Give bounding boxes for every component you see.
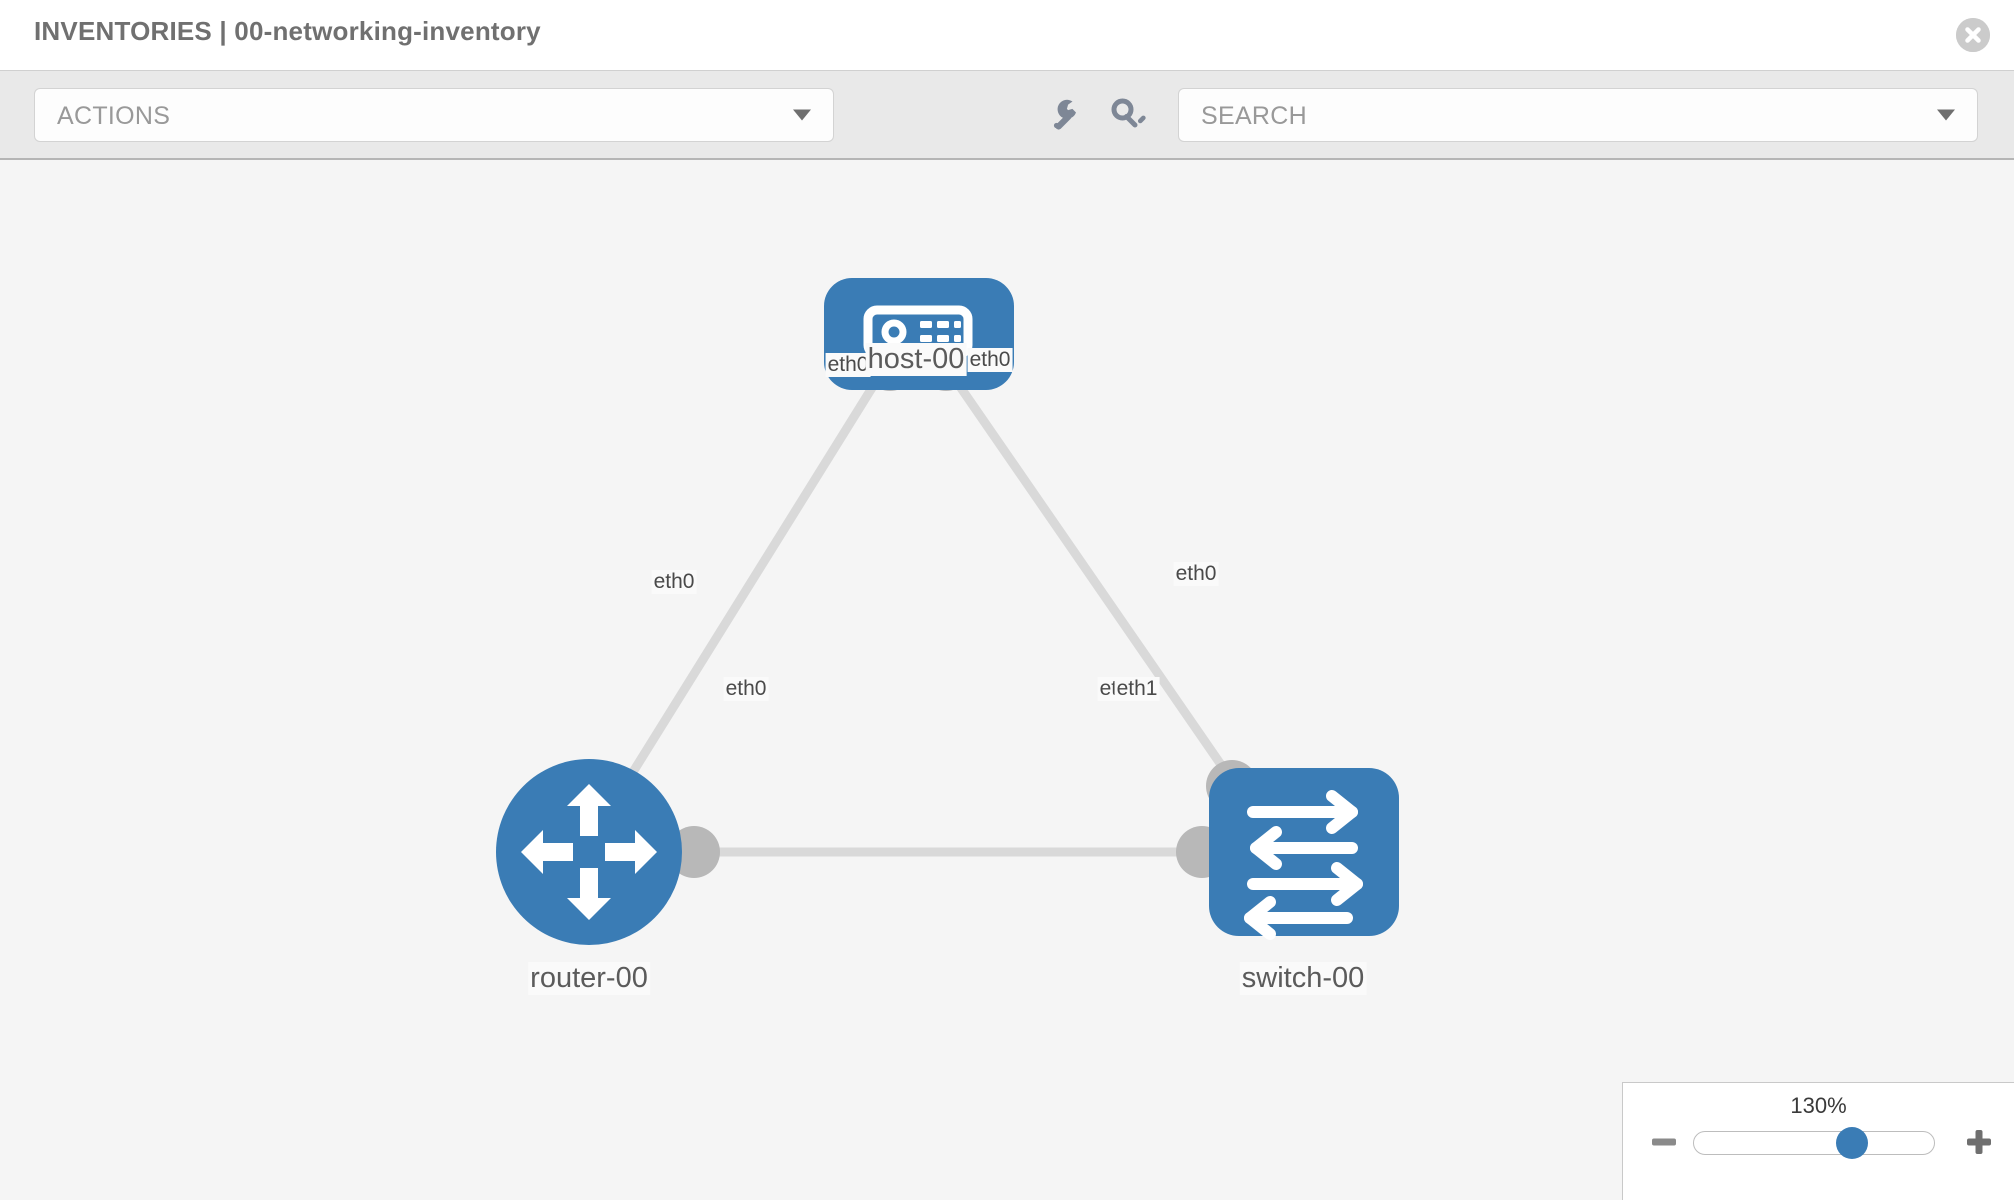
plus-icon[interactable] [1964,1127,1994,1157]
actions-dropdown-label: ACTIONS [57,102,171,130]
edge-label-host-right: eth0 [967,348,1013,372]
interface-handles [668,339,1258,878]
search-input[interactable]: SEARCH [1178,88,1978,142]
link-host-switch [947,370,1240,790]
topology-canvas[interactable]: eth0 eth0 eth0 eth0 eth0 eth0 eth1 host-… [0,160,2014,1200]
link-host-router [623,370,885,785]
edge-label-switch-uplink: eth0 [1173,562,1219,586]
chevron-down-icon [793,109,811,121]
chevron-down-icon[interactable] [1937,109,1955,121]
zoom-control-panel: 130% [1622,1082,2014,1200]
node-switch-00[interactable] [1209,768,1399,940]
server-icon [863,305,973,359]
search-placeholder: SEARCH [1201,102,1307,130]
router-arrows-icon [521,784,657,920]
edge-label-router-eth0: eth0 [723,677,769,701]
edge-label-host-left: eth0 [825,353,871,377]
wrench-icon[interactable] [1046,95,1086,135]
node-label-host-00: host-00 [865,343,967,376]
zoom-slider-thumb[interactable] [1836,1127,1869,1159]
node-router-00[interactable] [496,759,682,945]
page-header: INVENTORIES | 00-networking-inventory [0,0,2014,70]
close-icon[interactable] [1956,18,1990,52]
zoom-slider[interactable] [1693,1127,1935,1159]
actions-dropdown[interactable]: ACTIONS [34,88,834,142]
edge-label-router-uplink: eth0 [651,570,697,594]
page-title: INVENTORIES | 00-networking-inventory [34,16,541,46]
key-icon[interactable] [1108,95,1148,135]
node-label-router-00: router-00 [528,962,650,995]
topology-graph [496,278,1399,945]
toolbar: ACTIONS SEARCH [0,70,2014,160]
edge-label-switch-eth1: eth1 [1114,677,1160,701]
switch-arrows-icon [1244,790,1363,940]
zoom-level-value: 130% [1790,1093,1847,1118]
minus-icon[interactable] [1649,1127,1679,1157]
node-label-switch-00: switch-00 [1239,962,1367,995]
